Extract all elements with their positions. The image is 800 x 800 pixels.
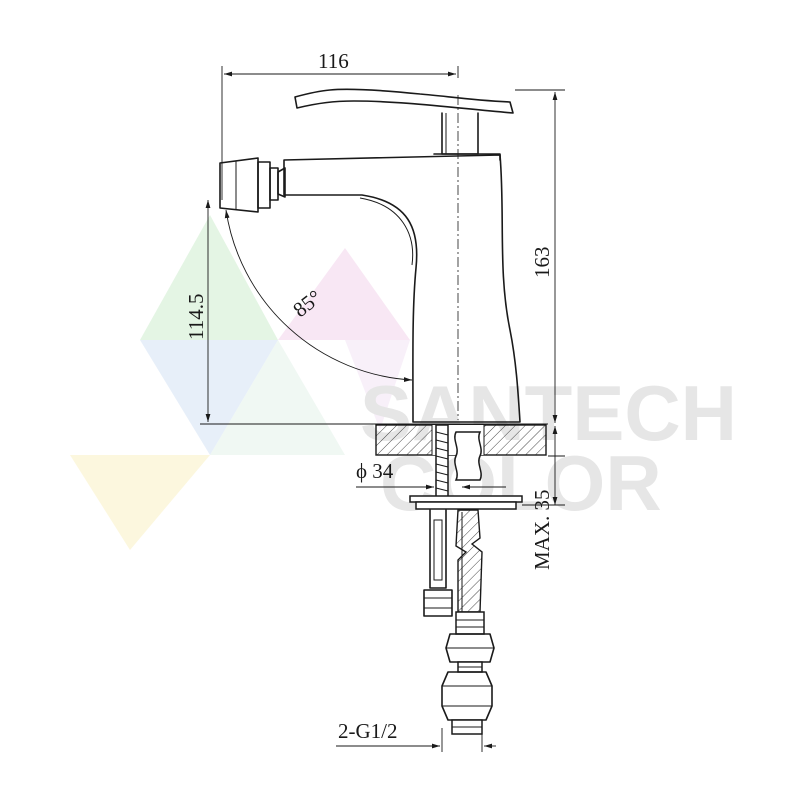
dimension-max-thickness: MAX. 35 bbox=[522, 426, 565, 570]
dimension-diameter-label: ϕ 34 bbox=[356, 459, 394, 483]
dimension-width-label: 116 bbox=[318, 49, 349, 73]
watermark-logo: SANTECH COLOR bbox=[70, 215, 737, 550]
spray-head bbox=[219, 157, 286, 213]
fixing-bracket bbox=[423, 509, 453, 617]
threaded-stud bbox=[435, 424, 482, 498]
lower-hose-connector bbox=[441, 671, 493, 735]
faucet-body bbox=[283, 154, 521, 423]
dimension-diameter: ϕ 34 bbox=[356, 459, 506, 490]
dimension-spout-height: 114.5 bbox=[184, 200, 211, 422]
dimension-spout-height-label: 114.5 bbox=[184, 294, 208, 340]
dimension-thread: 2-G1/2 bbox=[336, 719, 496, 752]
lever-handle bbox=[294, 88, 514, 161]
upper-hose-nut bbox=[445, 611, 495, 673]
dimension-max-thickness-label: MAX. 35 bbox=[530, 489, 554, 570]
dimension-width: 116 bbox=[221, 49, 459, 200]
washer bbox=[409, 495, 523, 510]
dimension-total-height: 163 bbox=[515, 89, 565, 423]
dimension-thread-label: 2-G1/2 bbox=[338, 719, 398, 743]
supply-hose bbox=[455, 509, 483, 613]
dimension-total-height-label: 163 bbox=[530, 247, 554, 279]
